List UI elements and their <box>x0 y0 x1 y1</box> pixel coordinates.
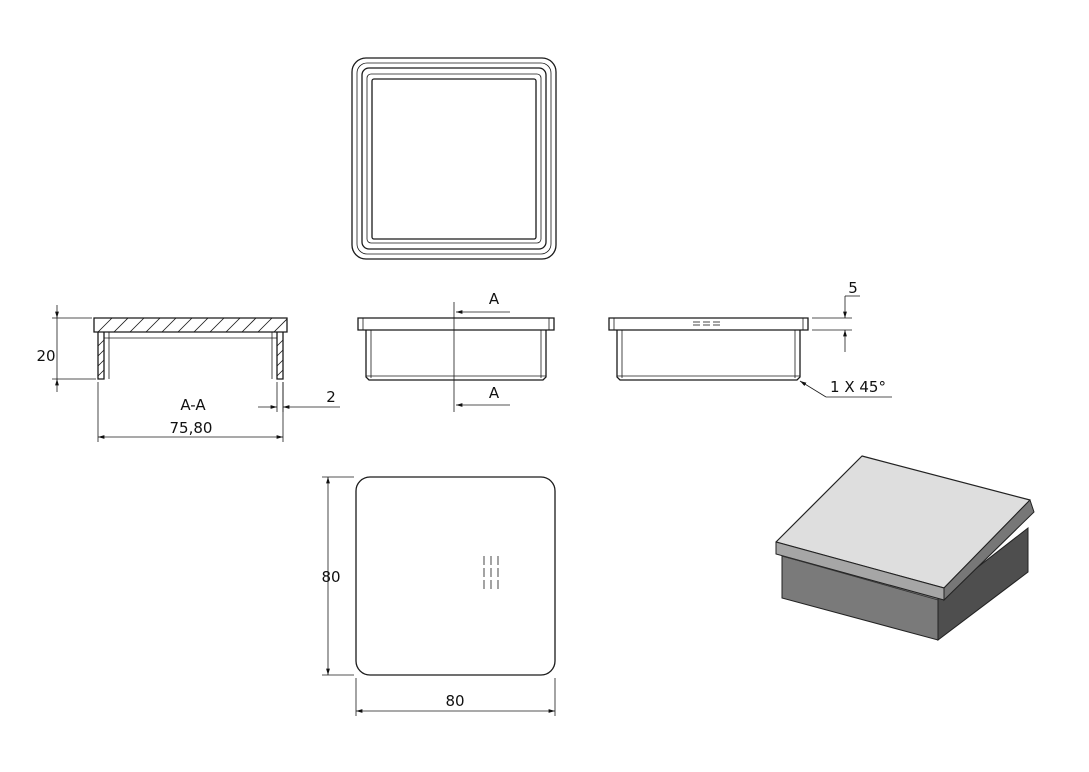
dimension-wall-text: 2 <box>326 388 336 406</box>
bottom-rib-marks <box>483 556 499 589</box>
section-hatching <box>97 318 287 332</box>
dimension-depth-80: 80 <box>321 476 354 676</box>
top-view <box>351 57 557 260</box>
section-label: A-A <box>180 396 206 414</box>
chamfer-callout: 1 X 45° <box>799 378 892 398</box>
side-view <box>608 317 809 381</box>
section-cut-marker: A A <box>453 290 510 412</box>
dimension-cap-text: 5 <box>848 279 858 297</box>
dimension-depth-text: 80 <box>321 568 340 586</box>
dimension-cap-5: 5 <box>812 279 860 352</box>
dimension-height-text: 20 <box>36 347 55 365</box>
dimension-width-text: 80 <box>445 692 464 710</box>
dimension-wall-2: 2 <box>258 382 340 412</box>
front-view <box>357 317 555 381</box>
chamfer-callout-text: 1 X 45° <box>830 378 886 396</box>
rib-marks <box>693 321 720 326</box>
bottom-view <box>355 476 556 676</box>
section-marker-bottom: A <box>489 384 500 402</box>
dimension-insert-width: 75,80 <box>97 382 284 442</box>
dimension-width-80: 80 <box>355 678 556 716</box>
dimension-insert-width-text: 75,80 <box>170 419 213 437</box>
isometric-view <box>775 455 1035 642</box>
dimension-height-20: 20 <box>36 305 96 392</box>
section-marker-top: A <box>489 290 500 308</box>
section-view-a-a <box>93 317 288 380</box>
